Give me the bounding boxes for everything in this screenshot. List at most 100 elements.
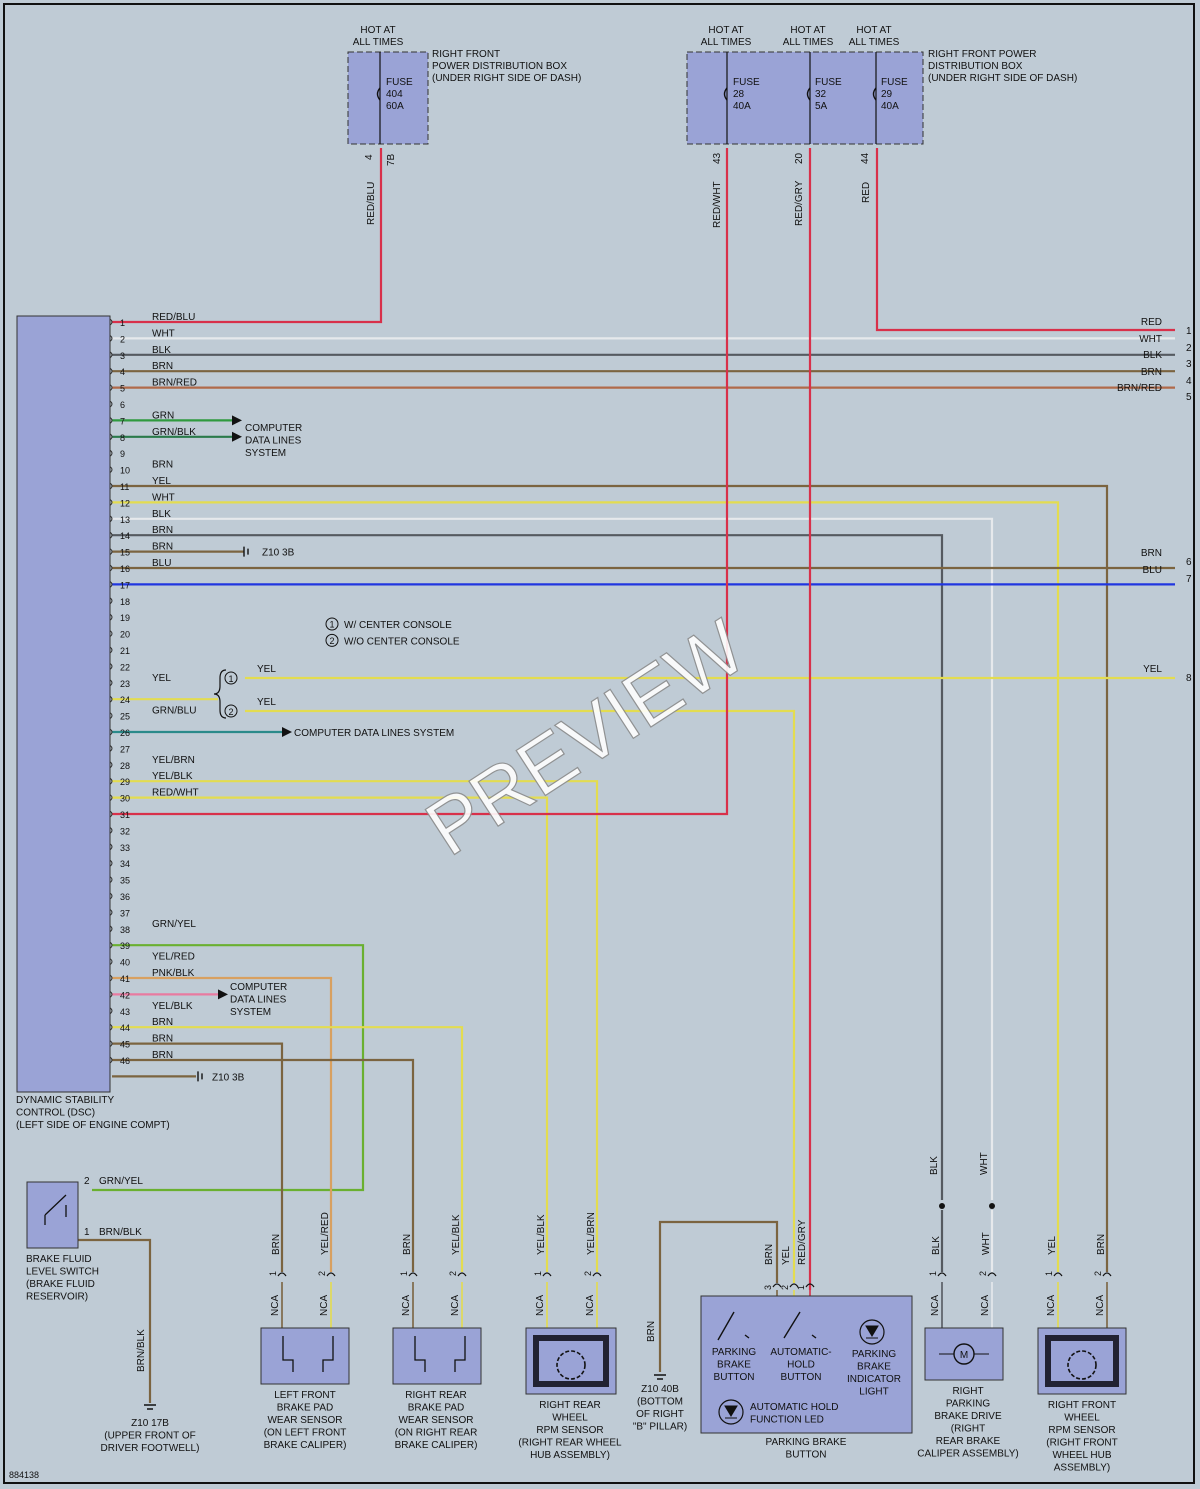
bf-pin-2: 2 — [84, 1176, 90, 1187]
lfpad-nca-2: NCA — [319, 1295, 330, 1316]
dsc-pin-2: 2 — [120, 334, 125, 344]
hot-label-4-line-1: ALL TIMES — [849, 37, 900, 48]
dsc-wire-label-30: RED/WHT — [152, 788, 199, 799]
rfws-nca-2: NCA — [1095, 1295, 1106, 1316]
wire-pin13-wht — [112, 517, 994, 1200]
wire-pin30-yel-blk — [112, 796, 549, 1272]
right-edge-label-8: YEL — [1143, 664, 1162, 675]
dsc-pin-mark-35 — [109, 876, 113, 883]
fuse-box-2-fuse-2-line-2: 40A — [881, 101, 899, 112]
rfws-pin-mark-1 — [1053, 1272, 1063, 1277]
pbb-ground-wire: BRN — [646, 1321, 657, 1342]
rrws-pin-mark-1 — [542, 1272, 552, 1277]
arrow-pin8 — [232, 431, 242, 442]
pbb-btn1-label-line-1: BRAKE — [717, 1360, 751, 1371]
pbb-pin-num-2: 2 — [780, 1285, 790, 1290]
rpbd-pin-mark-1 — [937, 1272, 947, 1277]
rrpad-pin-num-1: 1 — [399, 1271, 409, 1276]
rpbd-pin-num-2: 2 — [978, 1271, 988, 1276]
fuse-box-2-fuse-0-line-0: FUSE — [733, 77, 760, 88]
dsc-pin-mark-36 — [109, 892, 113, 900]
rpbd-wire-label-2: WHT — [981, 1232, 992, 1255]
pbb-wire-label-2: YEL — [781, 1246, 792, 1265]
dsc-pin-45: 45 — [120, 1040, 130, 1050]
right-edge-num-3: 3 — [1186, 359, 1192, 370]
wire-pin46-brn — [112, 1058, 415, 1272]
wire-bf-brn-blk — [78, 1238, 152, 1403]
pbb-label-line-0: PARKING BRAKE — [766, 1437, 847, 1448]
wire-pin44-yel-blk — [112, 1026, 464, 1272]
hot-label-3-line-0: HOT AT — [790, 25, 825, 36]
dsc-pin-41: 41 — [120, 974, 130, 984]
splice-blk — [939, 1203, 945, 1209]
dsc-pin-19: 19 — [120, 613, 130, 623]
ground-symbol-z40b — [654, 1374, 666, 1380]
pbb-pin-num-1: 1 — [796, 1285, 806, 1290]
dsc-pin-mark-10 — [109, 466, 113, 473]
box2-pin-43: 43 — [712, 152, 723, 164]
dsc-pin-mark-39 — [109, 941, 113, 949]
dsc-pin-32: 32 — [120, 826, 130, 836]
rrws-wire-label-1: YEL/BLK — [536, 1214, 547, 1255]
rrws-pin-mark-2 — [592, 1272, 602, 1277]
lfpad-pin-mark-2 — [326, 1272, 336, 1277]
ground-z10-40b-line-2: OF RIGHT — [636, 1409, 684, 1420]
dsc-wire-label-40: YEL/RED — [152, 952, 195, 963]
rrpad-label-line-1: BRAKE PAD — [408, 1403, 465, 1414]
rpbd-label-line-3: (RIGHT — [951, 1424, 985, 1435]
brake-fluid-label-line-3: RESERVOIR) — [26, 1292, 88, 1303]
branch-label-2: YEL — [257, 697, 276, 708]
rrws-label-line-1: WHEEL — [552, 1413, 588, 1424]
wire-label-red-gry-top: RED/GRY — [794, 180, 805, 226]
switch-symbol — [44, 1194, 67, 1225]
dsc-pin-mark-9 — [109, 449, 113, 457]
rrws-nca-2: NCA — [585, 1295, 596, 1316]
rrpad-label-line-4: BRAKE CALIPER) — [395, 1440, 478, 1451]
lfpad-pin-num-2: 2 — [317, 1271, 327, 1276]
dsc-pin-14: 14 — [120, 531, 130, 541]
dsc-wire-label-13: BLK — [152, 509, 171, 520]
splice-wht — [989, 1203, 995, 1209]
rfws-nca-1: NCA — [1046, 1295, 1057, 1316]
dsc-wire-label-23: YEL — [152, 673, 171, 684]
fuse-box-2-fuse-2-line-0: FUSE — [881, 77, 908, 88]
dsc-label-line-0: DYNAMIC STABILITY — [16, 1095, 114, 1106]
rpbd-pin-mark-2 — [987, 1272, 997, 1277]
dsc-pin-13: 13 — [120, 515, 130, 525]
rpbd-label-line-1: PARKING — [946, 1399, 990, 1410]
cdl-label-a-line-1: DATA LINES — [245, 436, 302, 447]
cdl-label-c-line-1: DATA LINES — [230, 995, 287, 1006]
dsc-pin-mark-40 — [109, 958, 113, 965]
dsc-pin-mark-22 — [109, 663, 113, 670]
right-edge-num-2: 2 — [1186, 343, 1192, 354]
dsc-wire-label-14: BRN — [152, 525, 173, 536]
dsc-pin-25: 25 — [120, 712, 130, 722]
rrws-nca-1: NCA — [535, 1295, 546, 1316]
rfws-pin-num-1: 1 — [1044, 1271, 1054, 1276]
dsc-wire-label-45: BRN — [152, 1034, 173, 1045]
dsc-wire-label-5: BRN/RED — [152, 378, 197, 389]
rrpad-box — [392, 1327, 482, 1385]
fuse-box-1-label-line-0: RIGHT FRONT — [432, 49, 500, 60]
components — [26, 51, 1127, 1434]
dsc-pin-mark-23 — [109, 679, 113, 687]
rpbd-wire-wht-upper: WHT — [979, 1152, 990, 1175]
pbb-btn1-label-line-2: BUTTON — [714, 1372, 755, 1383]
dsc-pin-mark-37 — [109, 909, 113, 916]
dsc-pin-mark-20 — [109, 630, 113, 637]
auto-hold-led-icon — [718, 1399, 744, 1425]
fuse-box-1-label-line-1: POWER DISTRIBUTION BOX — [432, 61, 567, 72]
box2-pin-20: 20 — [794, 152, 805, 164]
rrws-tone-ring — [556, 1350, 586, 1380]
rfws-label-line-3: (RIGHT FRONT — [1046, 1438, 1117, 1449]
lfpad-pin-num-1: 1 — [268, 1271, 278, 1276]
bf-wire-1: BRN/BLK — [99, 1227, 142, 1238]
figure-id: 884138 — [9, 1470, 39, 1480]
dsc-pin-3: 3 — [120, 351, 125, 361]
rfws-tone-ring — [1067, 1350, 1097, 1380]
dsc-pin-1: 1 — [120, 318, 125, 328]
pbb-led-label-line-0: AUTOMATIC HOLD — [750, 1402, 839, 1413]
cdl-label-b: COMPUTER DATA LINES SYSTEM — [294, 728, 454, 739]
dsc-pin-27: 27 — [120, 744, 130, 754]
rfws-magnet — [1045, 1335, 1119, 1387]
